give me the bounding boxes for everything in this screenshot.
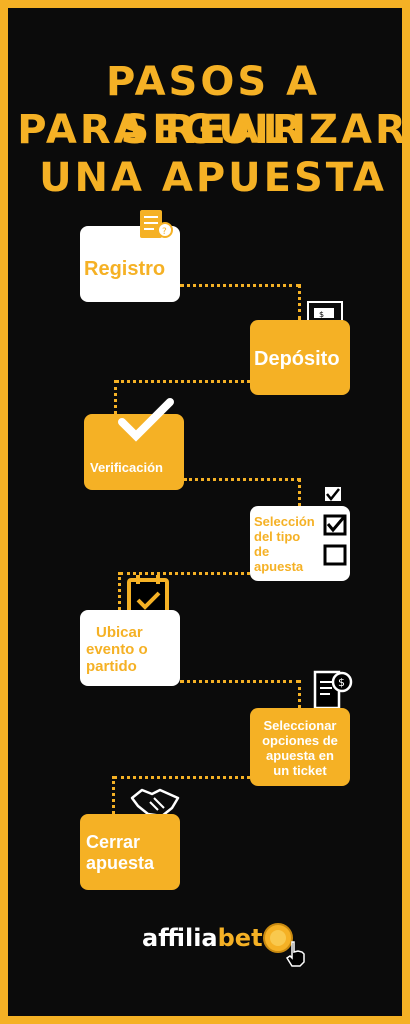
step-deposito-card: Depósito bbox=[250, 320, 350, 395]
label-line: evento o bbox=[86, 641, 148, 658]
step-ubicar-card: Ubicar evento o partido bbox=[80, 610, 180, 686]
connector-line bbox=[118, 572, 121, 610]
label-line: Seleccionar bbox=[263, 718, 337, 733]
label-line: Selección bbox=[254, 514, 315, 529]
step-seleccionar-card: Seleccionar opciones de apuesta en un ti… bbox=[250, 708, 350, 786]
hand-pointer-icon bbox=[285, 941, 305, 967]
logo-text-bet: bet bbox=[217, 924, 263, 952]
label-line: Ubicar bbox=[96, 624, 143, 641]
check-mark-icon bbox=[118, 398, 174, 442]
label-line: Cerrar bbox=[86, 832, 141, 852]
title-line-3: UNA APUESTA bbox=[39, 155, 387, 201]
step-seleccion-label: Selección del tipo de apuesta bbox=[254, 514, 315, 574]
step-registro-label: Registro bbox=[84, 258, 166, 280]
title-line-2: PARA REALIZAR bbox=[17, 107, 409, 153]
svg-text:?: ? bbox=[162, 227, 167, 237]
label-line: un ticket bbox=[273, 763, 327, 778]
connector-line bbox=[114, 776, 250, 779]
checkbox-list-icon bbox=[323, 487, 347, 566]
svg-text:$: $ bbox=[319, 310, 324, 319]
step-cerrar-label: Cerrar apuesta bbox=[86, 832, 154, 874]
connector-line bbox=[298, 478, 301, 514]
step-verificacion-label: Verificación bbox=[90, 460, 163, 475]
connector-line bbox=[298, 284, 301, 320]
label-line: del tipo bbox=[254, 529, 301, 544]
step-cerrar-card: Cerrar apuesta bbox=[80, 814, 180, 890]
label-line: apuesta en bbox=[266, 748, 334, 763]
step-deposito-label: Depósito bbox=[254, 348, 340, 370]
calendar-check-icon bbox=[127, 575, 169, 620]
label-line: apuesta bbox=[254, 559, 304, 574]
document-coin-icon: ? bbox=[140, 210, 173, 238]
logo-text-affilia: affilia bbox=[142, 924, 218, 952]
step-seleccion-card: Selección del tipo de apuesta bbox=[250, 506, 350, 581]
step-ubicar-label: Ubicar evento o partido bbox=[86, 624, 148, 675]
svg-text:$: $ bbox=[338, 676, 345, 689]
label-line: opciones de bbox=[262, 733, 338, 748]
label-line: partido bbox=[86, 658, 137, 675]
handshake-icon bbox=[130, 788, 180, 818]
connector-line bbox=[180, 284, 300, 287]
label-line: de bbox=[254, 544, 270, 559]
step-seleccionar-label: Seleccionar opciones de apuesta en un ti… bbox=[254, 718, 346, 778]
coin-icon bbox=[263, 923, 293, 953]
title-line-1: PASOS A SEGUIR bbox=[105, 59, 321, 153]
step-verificacion-card: Verificación bbox=[84, 414, 184, 490]
step-registro-card: Registro bbox=[80, 226, 180, 302]
invoice-dollar-icon: $ bbox=[313, 670, 353, 710]
connector-line bbox=[184, 478, 300, 481]
label-line: apuesta bbox=[86, 853, 155, 873]
affiliabet-logo: affiliabet bbox=[142, 924, 263, 952]
connector-line bbox=[112, 776, 115, 814]
connector-line bbox=[120, 572, 250, 575]
connector-line bbox=[180, 680, 300, 683]
connector-line bbox=[116, 380, 250, 383]
connector-line bbox=[298, 680, 301, 708]
connector-line bbox=[114, 380, 117, 414]
